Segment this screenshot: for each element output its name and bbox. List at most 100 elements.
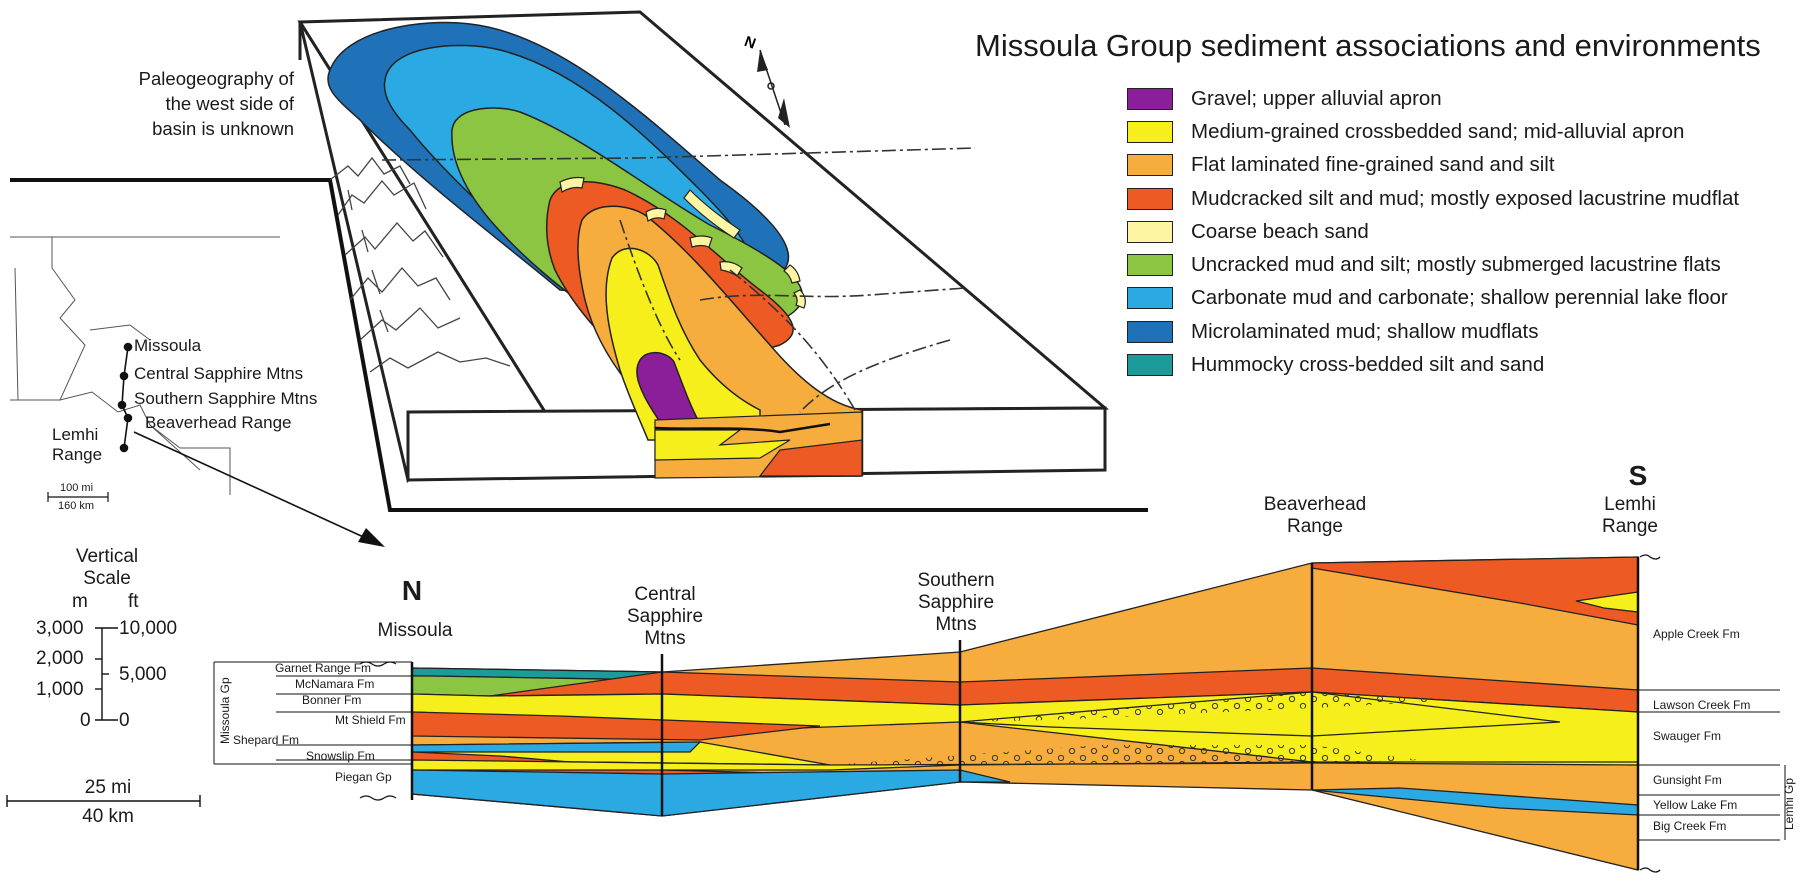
formation-label: Garnet Range Fm	[275, 661, 372, 675]
horizontal-scale-mi: 25 mi	[84, 777, 132, 798]
legend-item: Microlaminated mud; shallow mudflats	[1127, 315, 1739, 348]
front-strata-red	[758, 439, 863, 477]
station-label-line: Sapphire	[626, 606, 704, 627]
legend-item: Coarse beach sand	[1127, 215, 1739, 248]
map-transect	[117, 342, 133, 453]
map-label-southern-sapphire: Southern Sapphire Mtns	[134, 389, 318, 408]
formation-label: Gunsight Fm	[1653, 773, 1722, 787]
north-arrow-icon	[757, 49, 790, 128]
station-label-line: Mtns	[644, 628, 686, 649]
legend-label: Mudcracked silt and mud; mostly exposed …	[1191, 186, 1740, 210]
station-label-line: Mtns	[935, 614, 977, 635]
map-label-missoula: Missoula	[134, 336, 202, 355]
formation-label: Snowslip Fm	[306, 749, 375, 763]
formation-label: Mt Shield Fm	[335, 713, 406, 727]
station-label-line: Range	[1287, 516, 1343, 537]
vertical-scale-graphic	[95, 627, 118, 721]
right-group-label: Lemhi Gp	[1782, 777, 1796, 830]
map-label-range: Range	[52, 445, 103, 464]
locator-map	[10, 236, 280, 495]
formation-label: Big Creek Fm	[1653, 819, 1727, 833]
block-north-letter: N	[742, 33, 758, 53]
unit-piegan-carbonate	[411, 769, 1011, 817]
legend-item: Hummocky cross-bedded silt and sand	[1127, 348, 1739, 381]
front-contact-line	[654, 422, 831, 434]
vertical-scale-unit-ft: ft	[128, 591, 139, 612]
legend-swatch	[1127, 154, 1173, 177]
legend-label: Flat laminated fine-grained sand and sil…	[1191, 153, 1555, 177]
legend-title: Missoula Group sediment associations and…	[975, 28, 1761, 63]
gravel-lens-upper	[960, 692, 1460, 722]
mountain-hatching	[329, 156, 511, 373]
formation-label: Swauger Fm	[1653, 729, 1722, 743]
block-note-line: the west side of	[165, 93, 294, 114]
gravel-lens-lower	[830, 745, 1420, 765]
left-group-label: Missoula Gp	[218, 677, 232, 744]
horizontal-scale-graphic	[6, 795, 201, 807]
vertical-scale-title-line: Vertical	[75, 546, 139, 567]
vertical-scale-m-tick: 0	[80, 710, 91, 731]
legend-swatch	[1127, 187, 1173, 210]
formation-label: Apple Creek Fm	[1653, 627, 1740, 641]
block-diagram: N	[10, 10, 1148, 512]
station-label-line: Range	[1602, 516, 1658, 537]
station-label-line: Sapphire	[917, 592, 995, 613]
block-note: Paleogeography of the west side of basin…	[110, 66, 294, 141]
station-label-line: Lemhi	[1604, 494, 1656, 515]
dashdot-lines	[381, 147, 976, 413]
map-label-lemhi: Lemhi	[52, 425, 99, 444]
block-note-line: basin is unknown	[152, 118, 294, 139]
map-label-central-sapphire: Central Sapphire Mtns	[134, 364, 304, 383]
vertical-scale-unit-m: m	[72, 591, 88, 612]
vertical-scale-ft-tick: 10,000	[119, 618, 178, 639]
legend-item: Flat laminated fine-grained sand and sil…	[1127, 149, 1739, 182]
station-label-line: Missoula	[377, 620, 453, 641]
legend-swatch	[1127, 320, 1173, 343]
legend-item: Medium-grained crossbedded sand; mid-all…	[1127, 115, 1739, 148]
map-label-beaverhead: Beaverhead Range	[145, 413, 292, 432]
station-label: Beaverhead Range	[1264, 494, 1366, 538]
pointer-arrow-icon	[133, 431, 385, 547]
vertical-scale-m-tick: 2,000	[36, 648, 84, 669]
map-scale-mi: 100 mi	[60, 482, 94, 494]
inset-frame	[10, 178, 1148, 512]
legend-swatch	[1127, 254, 1173, 277]
vertical-scale-m-tick: 1,000	[36, 679, 84, 700]
legend-swatch	[1127, 87, 1173, 110]
map-scale-bar	[47, 492, 109, 502]
legend-label: Carbonate mud and carbonate; shallow per…	[1191, 286, 1728, 310]
vertical-scale-m-tick: 3,000	[36, 618, 84, 639]
formation-label: Yellow Lake Fm	[1653, 798, 1738, 812]
block-note-line: Paleogeography of	[138, 68, 294, 89]
formation-label: Bonner Fm	[302, 693, 362, 707]
legend-swatch	[1127, 287, 1173, 310]
legend-label: Uncracked mud and silt; mostly submerged…	[1191, 253, 1721, 277]
legend-item: Gravel; upper alluvial apron	[1127, 82, 1739, 115]
legend-label: Gravel; upper alluvial apron	[1191, 86, 1442, 110]
formation-label: Shepard Fm	[233, 733, 300, 747]
cross-section	[213, 554, 1786, 873]
legend-item: Carbonate mud and carbonate; shallow per…	[1127, 282, 1739, 315]
formation-label: Lawson Creek Fm	[1653, 698, 1751, 712]
vertical-scale-title: Vertical Scale	[76, 546, 138, 590]
horizontal-scale-km: 40 km	[82, 806, 134, 827]
legend-label: Hummocky cross-bedded silt and sand	[1191, 353, 1545, 377]
station-label: Southern Sapphire Mtns	[917, 570, 994, 636]
legend-item: Uncracked mud and silt; mostly submerged…	[1127, 248, 1739, 281]
vertical-scale-ft-tick: 5,000	[119, 664, 167, 685]
formation-label: McNamara Fm	[295, 677, 375, 691]
legend-item: Mudcracked silt and mud; mostly exposed …	[1127, 182, 1739, 215]
station-label-line: Central	[634, 584, 696, 605]
station-label: Missoula	[378, 620, 453, 642]
section-south-letter: S	[1628, 460, 1648, 491]
station-label: Lemhi Range	[1602, 494, 1658, 538]
station-label-line: Southern	[917, 570, 995, 591]
legend-swatch	[1127, 220, 1173, 243]
formation-label: Piegan Gp	[335, 770, 392, 784]
map-scale-km: 160 km	[58, 500, 95, 512]
legend-label: Medium-grained crossbedded sand; mid-all…	[1191, 119, 1685, 143]
legend-swatch	[1127, 120, 1173, 143]
